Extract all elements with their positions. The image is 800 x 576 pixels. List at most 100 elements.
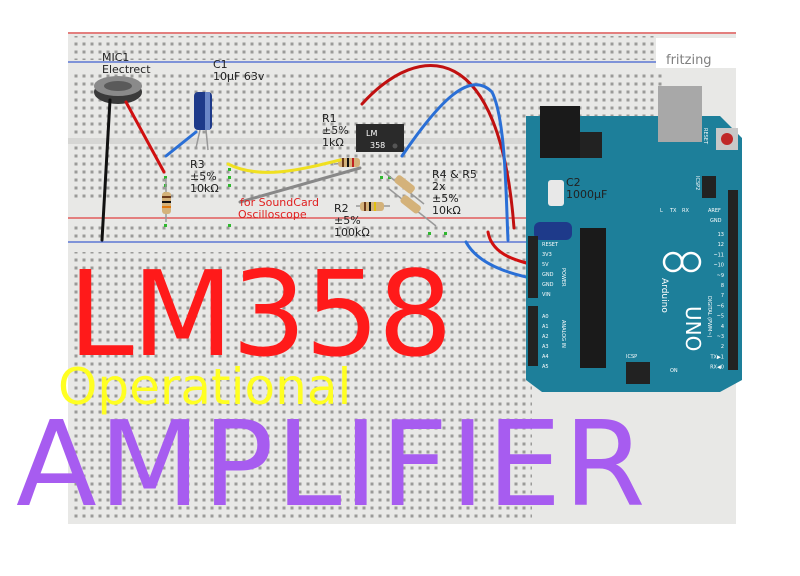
chip-label-2: 358 xyxy=(370,141,385,150)
mid-rail-holes xyxy=(72,222,656,238)
gnd-label: GND xyxy=(710,218,722,224)
digital-pin-label: 4 xyxy=(721,324,724,330)
resistor-r2 xyxy=(356,202,390,211)
capacitor-c1 xyxy=(194,92,212,151)
l-label: L xyxy=(660,208,663,214)
lower-strip-holes xyxy=(72,252,532,518)
label-r1-value: 1kΩ xyxy=(322,136,344,149)
wire-blue-c1 xyxy=(164,130,198,158)
analog-header-pins xyxy=(528,306,538,366)
lm358-chip: LM 358 xyxy=(356,124,404,152)
wire-black xyxy=(100,98,112,242)
tx-label: TX xyxy=(669,208,677,214)
resistor-r1 xyxy=(333,158,361,167)
digital-pin-label: 7 xyxy=(721,293,724,299)
power-pin-label: 3V3 xyxy=(542,252,552,258)
label-r3: R3 xyxy=(190,158,205,171)
analog-pin-label: A5 xyxy=(542,364,549,370)
label-c2: C2 xyxy=(566,176,581,189)
analog-pin-label: A1 xyxy=(542,324,549,330)
label-oscilloscope: Oscilloscope xyxy=(238,208,307,221)
label-r3-value: 10kΩ xyxy=(190,182,219,195)
label-r2-value: 100kΩ xyxy=(334,226,370,239)
power-pin-label: VIN xyxy=(542,292,551,298)
analog-pin-label: A0 xyxy=(542,314,549,320)
digital-pin-label: 12 xyxy=(718,242,724,248)
digital-pin-label: ~3 xyxy=(717,334,724,340)
capacitor-c2 xyxy=(548,180,564,206)
power-pin-label: RESET xyxy=(542,242,559,248)
capacitor-c2-base xyxy=(534,222,572,240)
digital-pin-label: ~11 xyxy=(713,252,724,258)
digital-header-label: DIGITAL (PWM~) xyxy=(706,296,712,338)
digital-pin-label: ~10 xyxy=(713,263,724,269)
reset-button xyxy=(721,133,733,145)
resistor-r4 xyxy=(383,171,425,205)
digital-pin-label: 2 xyxy=(721,344,724,350)
digital-pin-label: ~6 xyxy=(717,303,724,309)
arduino-uno: Arduino UNO RESET ICSP2 AREF GND L TX RX… xyxy=(526,86,742,392)
analog-header-label: ANALOG IN xyxy=(560,320,566,348)
power-pin-label: 5V xyxy=(542,262,549,268)
digital-pin-label: 13 xyxy=(718,232,724,238)
wire-yellow xyxy=(226,158,342,174)
watermark-box xyxy=(656,38,736,68)
analog-pin-label: A4 xyxy=(542,354,549,360)
label-mic1: MIC1 xyxy=(102,51,129,64)
icsp2-header xyxy=(702,176,716,198)
label-c2-value: 1000µF xyxy=(566,188,607,201)
digital-header xyxy=(728,190,738,370)
component-labels: MIC1 Electrect C1 10µF 63v R1 ±5% 1kΩ R3… xyxy=(102,51,607,239)
arduino-model: UNO xyxy=(681,306,705,351)
rx-label: RX xyxy=(682,208,689,214)
power-pin-labels: RESET 3V3 5V GND GND VIN xyxy=(542,242,559,298)
label-soundcard: for SoundCard xyxy=(240,196,319,209)
digital-pin-label: ~9 xyxy=(717,273,724,279)
resistors xyxy=(162,158,437,227)
wire-grey xyxy=(238,166,362,204)
label-r45-value: 10kΩ xyxy=(432,204,461,217)
power-header-label: POWER xyxy=(560,268,566,287)
chip-label-1: LM xyxy=(366,129,377,138)
icsp-header xyxy=(626,362,650,384)
label-r3-tol: ±5% xyxy=(190,170,217,183)
analog-pin-label: A3 xyxy=(542,344,549,350)
label-r2-tol: ±5% xyxy=(334,214,361,227)
analog-pin-label: A2 xyxy=(542,334,549,340)
digital-pin-label: RX◀0 xyxy=(710,365,724,371)
usb-port xyxy=(658,86,702,142)
wire-red-mic xyxy=(124,100,166,174)
on-label: ON xyxy=(670,368,678,374)
icsp2-label: ICSP2 xyxy=(694,176,700,190)
arduino-logo-right xyxy=(680,251,702,273)
power-header-pins xyxy=(528,236,538,298)
digital-pin-label: 8 xyxy=(721,283,724,289)
label-mic1-type: Electrect xyxy=(102,63,151,76)
microphone-mic1 xyxy=(94,76,142,104)
label-r1: R1 xyxy=(322,112,337,125)
label-r45: R4 & R5 xyxy=(432,168,477,181)
aref-label: AREF xyxy=(708,208,721,214)
label-r1-tol: ±5% xyxy=(322,124,349,137)
wire-blue-top xyxy=(400,83,510,242)
fritzing-watermark: fritzing xyxy=(666,53,712,68)
digital-pin-label: TX▶1 xyxy=(709,354,724,360)
label-r45-tol: ±5% xyxy=(432,192,459,205)
regulator xyxy=(580,132,602,158)
atmega-chip xyxy=(580,228,606,368)
reset-label: RESET xyxy=(702,128,708,145)
resistor-r3 xyxy=(162,178,171,222)
power-jack xyxy=(540,106,580,158)
label-c1-value: 10µF 63v xyxy=(213,70,265,83)
label-r45-count: 2x xyxy=(432,180,446,193)
label-c1: C1 xyxy=(213,58,228,71)
label-r2: R2 xyxy=(334,202,349,215)
arduino-brand: Arduino xyxy=(659,278,669,313)
power-pin-label: GND xyxy=(542,272,554,278)
resistor-r5 xyxy=(387,187,437,227)
icsp-label: ICSP xyxy=(626,354,637,360)
power-pin-label: GND xyxy=(542,282,554,288)
